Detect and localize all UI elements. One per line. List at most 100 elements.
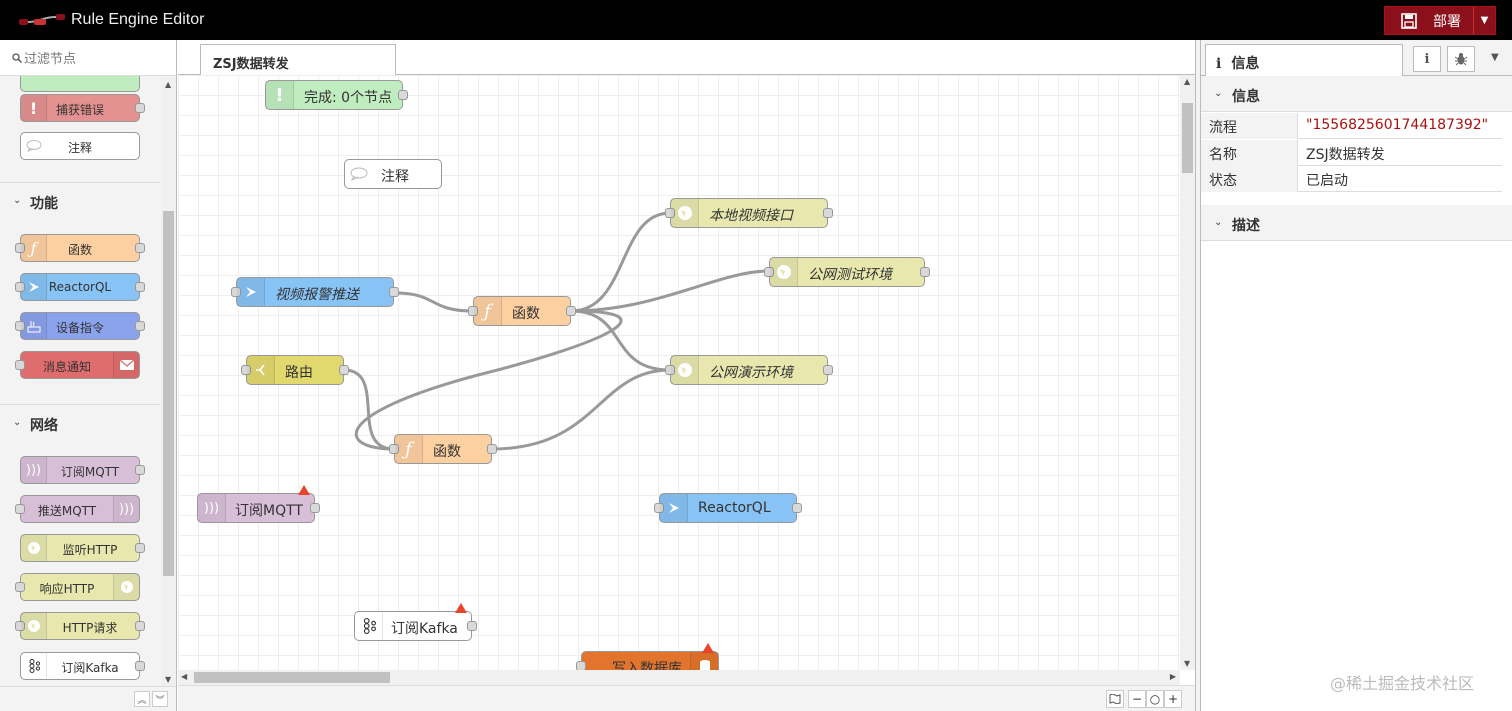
output-port[interactable] bbox=[792, 503, 802, 513]
zoom-in-button[interactable]: + bbox=[1164, 690, 1182, 708]
palette-node-http-in[interactable]: 监听HTTP bbox=[20, 534, 145, 562]
palette-node-function[interactable]: ƒ 函数 bbox=[15, 234, 145, 262]
palette-node-mqtt-out[interactable]: 推送MQTT ))) bbox=[15, 495, 140, 523]
palette-category-network[interactable]: ⌄ 网络 bbox=[0, 404, 160, 440]
scroll-right-icon[interactable]: ▶ bbox=[1169, 672, 1176, 681]
node-video-alarm-push[interactable]: 视频报警推送 bbox=[231, 277, 399, 307]
section-info[interactable]: ⌄ 信息 bbox=[1201, 76, 1512, 112]
palette-node-mqtt-in[interactable]: ))) 订阅MQTT bbox=[20, 456, 145, 484]
node-public-demo-env[interactable]: 公网演示环境 bbox=[665, 355, 833, 385]
output-port[interactable] bbox=[135, 243, 145, 253]
output-port[interactable] bbox=[135, 543, 145, 553]
output-port[interactable] bbox=[398, 90, 408, 100]
scroll-down-icon[interactable]: ▼ bbox=[1184, 659, 1191, 668]
output-port[interactable] bbox=[920, 267, 930, 277]
output-port[interactable] bbox=[135, 282, 145, 292]
navigator-map-icon[interactable] bbox=[1106, 690, 1124, 708]
info-tab-button[interactable]: i bbox=[1413, 46, 1441, 72]
palette-node-catch[interactable]: ! 捕获错误 bbox=[20, 94, 145, 122]
output-port[interactable] bbox=[339, 365, 349, 375]
workspace-footer: − ○ + bbox=[178, 685, 1200, 711]
scroll-left-icon[interactable]: ◀ bbox=[181, 672, 188, 681]
bug-icon bbox=[1454, 53, 1468, 66]
output-port[interactable] bbox=[467, 621, 477, 631]
palette-node-comment[interactable]: 注释 bbox=[20, 132, 140, 160]
palette-search-input[interactable] bbox=[24, 48, 169, 70]
output-port[interactable] bbox=[389, 287, 399, 297]
node-reactorql[interactable]: ReactorQL bbox=[654, 493, 802, 523]
flow-canvas[interactable]: ! 完成: 0个节点 注释 本地视频接口 公网测试环境 视频报警推送 ƒ 函数 bbox=[178, 75, 1180, 670]
scroll-down-icon[interactable]: ▼ bbox=[165, 675, 172, 684]
palette-scroll-thumb[interactable] bbox=[163, 211, 174, 576]
input-port[interactable] bbox=[15, 321, 25, 331]
palette-node-notify[interactable]: 消息通知 bbox=[15, 351, 140, 379]
input-port[interactable] bbox=[15, 582, 25, 592]
input-port[interactable] bbox=[764, 267, 774, 277]
input-port[interactable] bbox=[241, 365, 251, 375]
deploy-button[interactable]: 部署 ▼ bbox=[1384, 6, 1496, 35]
section-description[interactable]: ⌄ 描述 bbox=[1201, 205, 1512, 241]
node-kafka-subscribe[interactable]: 订阅Kafka bbox=[354, 603, 477, 641]
node-palette: ! 捕获错误 注释 ⌄ 功能 ƒ 函数 ReactorQL bbox=[0, 40, 177, 711]
deploy-menu-caret-icon[interactable]: ▼ bbox=[1473, 7, 1495, 34]
palette-category-function[interactable]: ⌄ 功能 bbox=[0, 182, 160, 218]
palette-scrollbar[interactable]: ▲ ▼ bbox=[161, 76, 176, 686]
input-port[interactable] bbox=[576, 661, 586, 670]
palette-node-device-command[interactable]: 设备指令 bbox=[15, 312, 145, 340]
output-port[interactable] bbox=[566, 306, 576, 316]
warning-triangle-icon bbox=[298, 485, 310, 495]
node-db-write[interactable]: 写入数据库 bbox=[576, 643, 719, 670]
output-port[interactable] bbox=[487, 444, 497, 454]
node-router[interactable]: 路由 bbox=[241, 355, 349, 385]
node-public-test-env[interactable]: 公网测试环境 bbox=[764, 257, 930, 287]
zoom-out-button[interactable]: − bbox=[1128, 690, 1146, 708]
palette-node-http-response[interactable]: 响应HTTP bbox=[15, 573, 140, 601]
expand-all-button[interactable]: ︾ bbox=[152, 691, 168, 707]
input-port[interactable] bbox=[654, 503, 664, 513]
input-port[interactable] bbox=[15, 621, 25, 631]
output-port[interactable] bbox=[135, 321, 145, 331]
chevron-down-icon: ⌄ bbox=[13, 417, 22, 428]
palette-node-reactorql[interactable]: ReactorQL bbox=[15, 273, 145, 301]
output-port[interactable] bbox=[310, 503, 320, 513]
input-port[interactable] bbox=[15, 243, 25, 253]
kafka-icon bbox=[21, 653, 47, 679]
palette-node-kafka-in[interactable]: 订阅Kafka bbox=[20, 652, 145, 680]
palette-node-http-request[interactable]: HTTP请求 bbox=[15, 612, 145, 640]
palette-node-complete[interactable] bbox=[20, 76, 140, 92]
scroll-up-icon[interactable]: ▲ bbox=[165, 80, 172, 89]
debug-tab-button[interactable] bbox=[1447, 46, 1475, 72]
input-port[interactable] bbox=[15, 504, 25, 514]
input-port[interactable] bbox=[231, 287, 241, 297]
canvas-horizontal-scrollbar[interactable]: ◀ ▶ bbox=[178, 670, 1180, 685]
canvas-hscroll-thumb[interactable] bbox=[194, 672, 390, 683]
input-port[interactable] bbox=[389, 444, 399, 454]
zoom-reset-button[interactable]: ○ bbox=[1146, 690, 1164, 708]
node-function-2[interactable]: ƒ 函数 bbox=[389, 434, 497, 464]
canvas-vscroll-thumb[interactable] bbox=[1182, 103, 1193, 173]
input-port[interactable] bbox=[15, 282, 25, 292]
canvas-vertical-scrollbar[interactable]: ▲ ▼ bbox=[1180, 75, 1195, 670]
node-mqtt-subscribe[interactable]: ))) 订阅MQTT bbox=[197, 485, 320, 523]
input-port[interactable] bbox=[468, 306, 478, 316]
output-port[interactable] bbox=[135, 465, 145, 475]
sidebar-menu-caret-icon[interactable]: ▼ bbox=[1491, 52, 1499, 63]
node-comment[interactable]: 注释 bbox=[344, 159, 442, 189]
output-port[interactable] bbox=[135, 103, 145, 113]
node-complete[interactable]: ! 完成: 0个节点 bbox=[265, 80, 408, 110]
scroll-up-icon[interactable]: ▲ bbox=[1184, 77, 1191, 86]
node-function-1[interactable]: ƒ 函数 bbox=[468, 296, 576, 326]
input-port[interactable] bbox=[665, 208, 675, 218]
collapse-all-button[interactable]: ︽ bbox=[134, 691, 150, 707]
input-port[interactable] bbox=[15, 360, 25, 370]
output-port[interactable] bbox=[823, 208, 833, 218]
info-row-name: 名称 ZSJ数据转发 bbox=[1201, 140, 1502, 166]
sidebar-resize-handle[interactable] bbox=[1195, 40, 1201, 711]
output-port[interactable] bbox=[135, 621, 145, 631]
input-port[interactable] bbox=[665, 365, 675, 375]
tab-zsj-flow[interactable]: ZSJ数据转发 bbox=[200, 44, 396, 76]
output-port[interactable] bbox=[135, 661, 145, 671]
output-port[interactable] bbox=[823, 365, 833, 375]
node-local-video-api[interactable]: 本地视频接口 bbox=[665, 198, 833, 228]
